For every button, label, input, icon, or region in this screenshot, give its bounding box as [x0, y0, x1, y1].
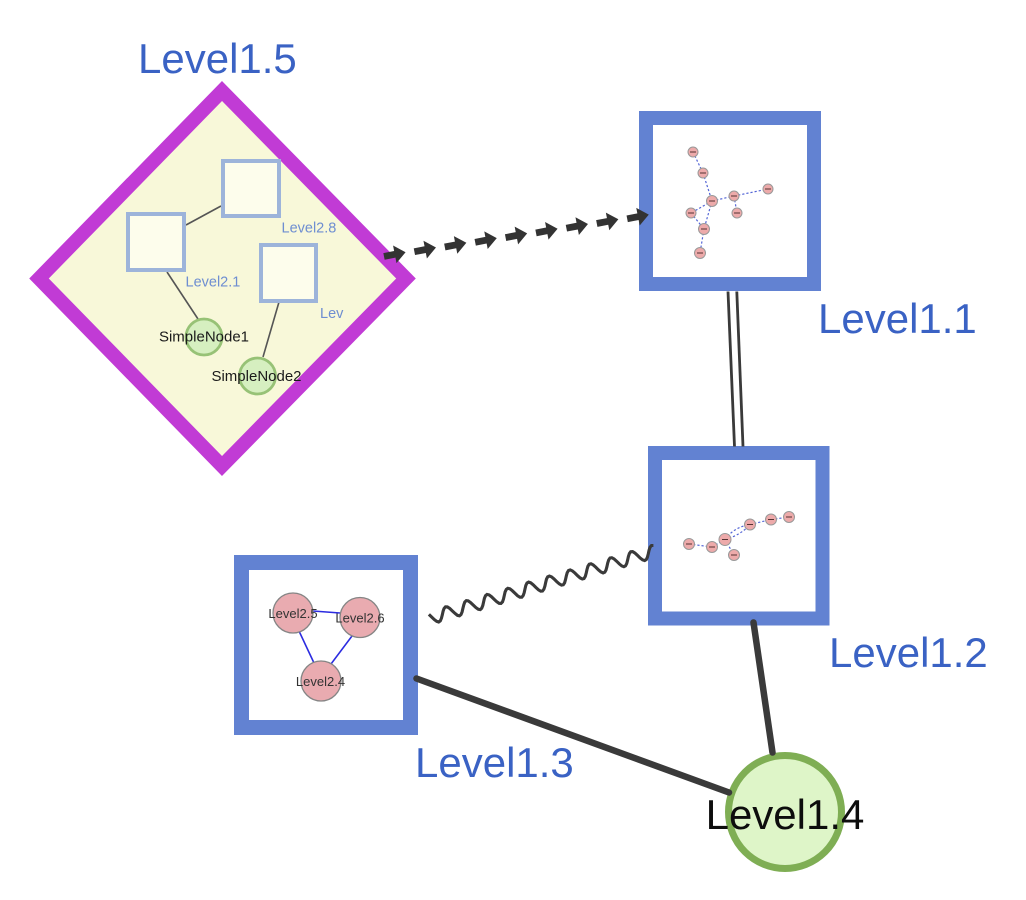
- svg-text:Level1.5: Level1.5: [138, 35, 297, 82]
- svg-text:Lev: Lev: [320, 306, 344, 322]
- svg-text:Level2.6: Level2.6: [335, 611, 384, 626]
- svg-text:SimpleNode2: SimpleNode2: [211, 368, 301, 385]
- svg-text:Level2.5: Level2.5: [268, 606, 317, 621]
- svg-text:Level1.2: Level1.2: [829, 629, 988, 676]
- svg-text:Level2.8: Level2.8: [282, 221, 337, 237]
- svg-text:SimpleNode1: SimpleNode1: [159, 329, 249, 346]
- svg-text:Level1.1: Level1.1: [818, 295, 977, 342]
- svg-text:Level2.4: Level2.4: [296, 674, 345, 689]
- svg-text:Level1.3: Level1.3: [415, 739, 574, 786]
- svg-text:Level2.1: Level2.1: [186, 275, 241, 291]
- svg-text:Level1.4: Level1.4: [706, 791, 865, 838]
